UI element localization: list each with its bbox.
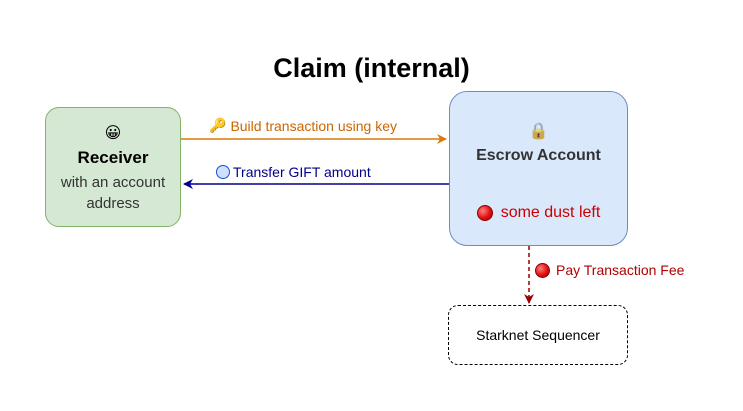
starknet-sequencer-node: Starknet Sequencer (448, 305, 628, 365)
escrow-dust-text: some dust left (500, 204, 601, 221)
key-icon: 🔑 (209, 117, 227, 133)
smiley-icon: 😀 (104, 125, 122, 142)
pay-fee-text: Pay Transaction Fee (556, 262, 685, 278)
escrow-dust-status: some dust left (450, 204, 627, 222)
red-circle-icon (535, 262, 550, 278)
diagram-title: Claim (internal) (273, 53, 470, 83)
receiver-node: 😀 Receiver with an account address (45, 107, 181, 227)
build-transaction-text: Build transaction using key (230, 117, 397, 134)
transfer-gift-label: Transfer GIFT amount (216, 164, 371, 180)
receiver-subtitle: with an account address (46, 172, 180, 214)
red-circle-icon (476, 205, 493, 221)
build-transaction-label: 🔑 Build transaction using key (209, 117, 397, 134)
escrow-title: Escrow Account (476, 147, 601, 164)
pay-fee-label: Pay Transaction Fee (535, 262, 684, 278)
transfer-gift-text: Transfer GIFT amount (233, 164, 371, 180)
escrow-account-node: 🔒 Escrow Account some dust left (449, 91, 628, 246)
blue-circle-icon (216, 165, 230, 179)
receiver-subtitle-line2: address (86, 195, 140, 212)
lock-icon: 🔒 (528, 123, 549, 140)
receiver-title: Receiver (77, 148, 149, 167)
sequencer-label: Starknet Sequencer (476, 327, 600, 343)
receiver-subtitle-line1: with an account (60, 174, 166, 191)
